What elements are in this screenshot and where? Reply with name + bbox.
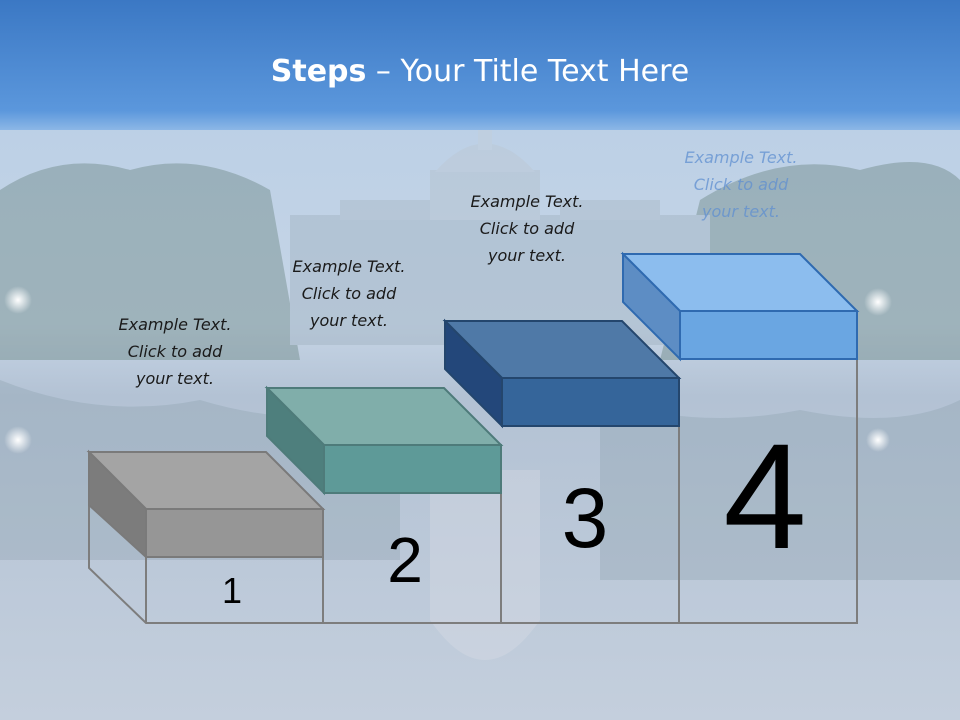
step-3-caption[interactable]: Example Text. Click to add your text. [442,188,612,269]
step-number-4: 4 [723,412,807,580]
light-glow [864,288,892,316]
step-number-2: 2 [387,524,423,596]
caption-line: Example Text. [470,192,584,211]
caption-line: Click to add [479,219,575,238]
caption-line: Example Text. [118,315,232,334]
light-glow [4,286,32,314]
light-glow [4,426,32,454]
caption-line: your text. [135,369,214,388]
step-block-1[interactable] [86,449,326,560]
step-4-caption[interactable]: Example Text. Click to add your text. [656,144,826,225]
step-number-3: 3 [561,471,609,565]
caption-line: your text. [487,246,566,265]
caption-line: Example Text. [684,148,798,167]
step-block-4[interactable] [620,251,860,362]
step-outlines [88,358,858,624]
step-block-2[interactable] [264,385,504,496]
title-band [0,0,960,130]
caption-line: your text. [701,202,780,221]
step-2-caption[interactable]: Example Text. Click to add your text. [264,253,434,334]
caption-line: Example Text. [292,257,406,276]
title-rest: – Your Title Text Here [366,54,690,89]
caption-line: Click to add [127,342,223,361]
step-1-caption[interactable]: Example Text. Click to add your text. [90,311,260,392]
caption-line: Click to add [301,284,397,303]
caption-line: Click to add [693,175,789,194]
slide-title[interactable]: Steps – Your Title Text Here [0,54,960,89]
title-bold: Steps [270,54,367,89]
step-number-1: 1 [221,570,243,611]
step-block-3[interactable] [442,318,682,429]
light-glow [866,428,890,452]
caption-line: your text. [309,311,388,330]
